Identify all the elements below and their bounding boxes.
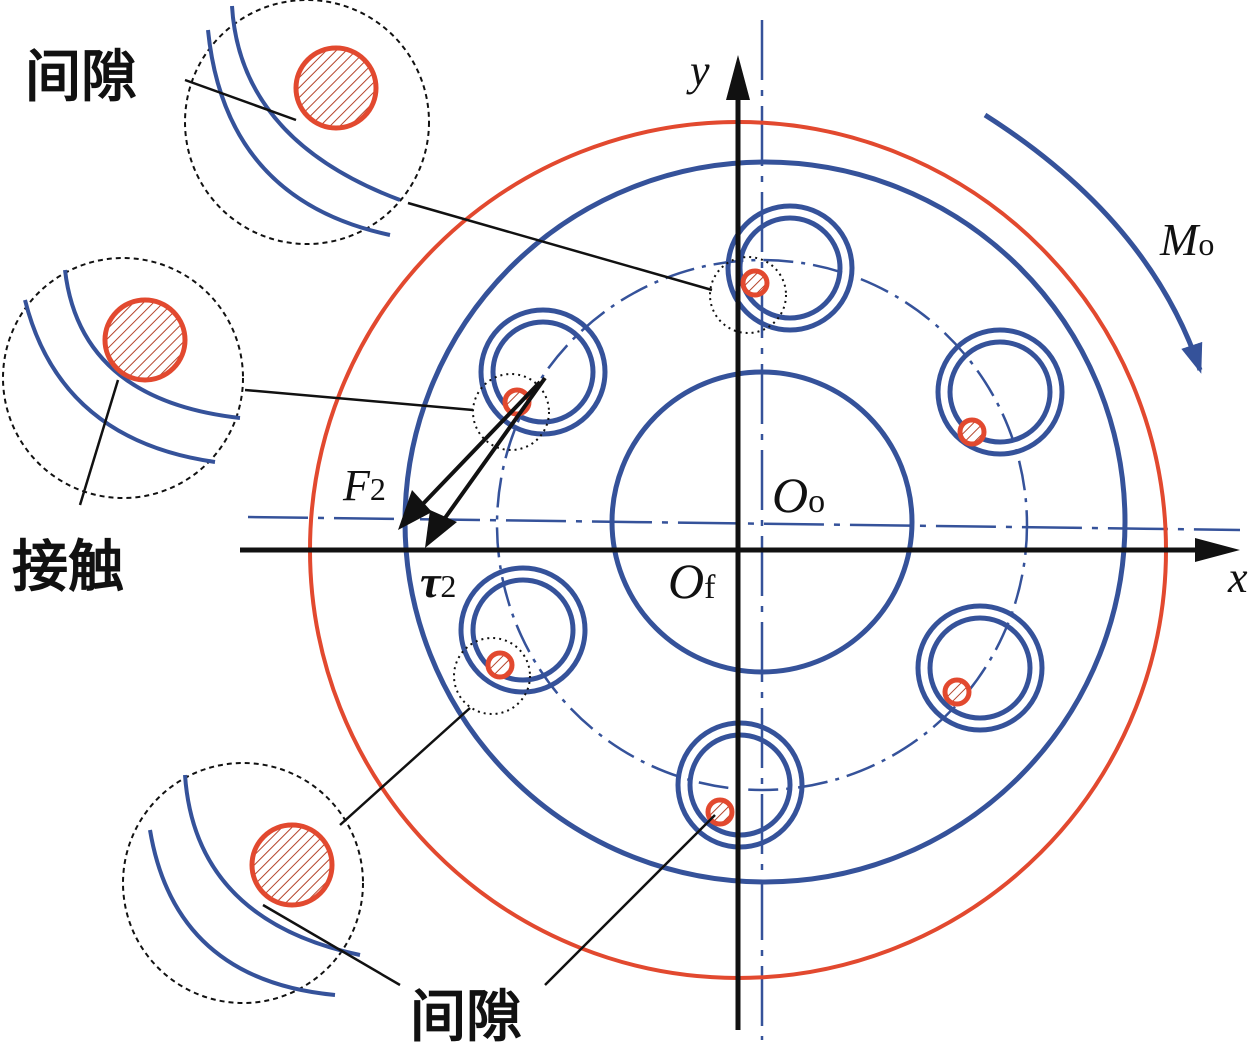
bolt-hole-3: [935, 327, 1065, 457]
bolt: [942, 677, 972, 707]
force-f2-label: F2: [342, 461, 386, 510]
gap-label-top: 间隙: [25, 45, 137, 110]
bolt-hole-ring: [915, 603, 1045, 733]
offset-centerline-horizontal: [247, 515, 1241, 532]
y-axis-arrow-icon: [726, 55, 750, 100]
bolt-hole-ring: [478, 307, 608, 437]
bolt-hole-ring: [947, 339, 1053, 445]
x-axis-arrow-icon: [1195, 538, 1240, 562]
bolt-hole-2: [478, 307, 608, 437]
x-axis-label: x: [1227, 553, 1248, 602]
force-tau2-arrowhead-icon: [425, 510, 457, 548]
contact-label: 接触: [12, 535, 124, 600]
bolt: [740, 268, 770, 298]
bolt-hole-ring: [725, 203, 855, 333]
bolt-hole-1: [725, 203, 855, 333]
zoom-marker-left: [472, 373, 550, 451]
bolt-hole-ring: [935, 327, 1065, 457]
leader-lines: [78, 78, 716, 987]
flange-outer-circle: [402, 159, 1128, 885]
origin-f-label: Of: [668, 553, 716, 609]
force-tau2-arrow: [438, 376, 547, 527]
inset-contact: [2, 257, 244, 499]
inset-gap-bottom: [122, 762, 364, 1004]
bolt-hole-5: [915, 603, 1045, 733]
origin-o-label: Oo: [772, 467, 825, 523]
gap-label-bottom: 间隙: [410, 985, 522, 1048]
y-axis-label: y: [686, 46, 710, 95]
force-tau2-label: τ2: [420, 556, 456, 607]
bolt-hole-ring: [927, 615, 1033, 721]
bolt-circle: [495, 258, 1029, 792]
bolt: [485, 650, 515, 680]
inset-gap-top: [184, 0, 430, 245]
bolt-hole-ring: [458, 565, 588, 695]
bolt: [705, 797, 735, 827]
moment-arrow: [983, 112, 1203, 374]
force-f2-arrowhead-icon: [398, 490, 432, 530]
bolt-hole-4: [458, 565, 588, 695]
flange-inner-circle: [609, 369, 915, 675]
zoom-marker-lower-left: [453, 637, 531, 715]
bolt-hole-ring: [490, 319, 596, 425]
force-f2-arrow: [418, 380, 542, 509]
bolt-hole-ring: [470, 577, 576, 683]
zoom-marker-top: [709, 256, 787, 334]
moment-label: Mo: [1159, 214, 1214, 265]
bolt: [957, 417, 987, 447]
